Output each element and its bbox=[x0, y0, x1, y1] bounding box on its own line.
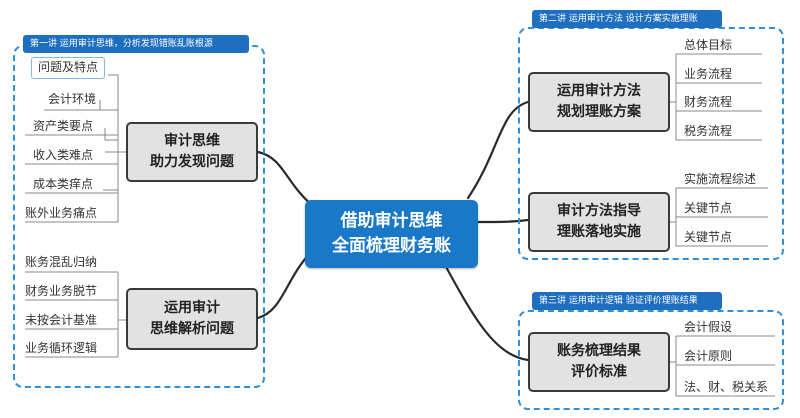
topic-analyze-problems[interactable]: 运用审计 思维解析问题 bbox=[126, 288, 258, 350]
connector-central-to-implement bbox=[476, 218, 530, 224]
topic-line-1: 审计方法指导 bbox=[557, 203, 641, 219]
leaf-law-finance-tax: 法、财、税关系 bbox=[684, 380, 769, 394]
leaf-implementation-overview: 实施流程综述 bbox=[684, 172, 757, 186]
topic-line-1: 审计思维 bbox=[164, 133, 220, 149]
topic-audit-thinking-find-problems[interactable]: 审计思维 助力发现问题 bbox=[126, 122, 258, 182]
topic-line-1: 运用审计 bbox=[164, 300, 220, 316]
central-topic[interactable]: 借助审计思维 全面梳理财务账 bbox=[305, 200, 478, 268]
topic-line-1: 账务梳理结果 bbox=[557, 343, 641, 359]
connector-central-to-evaluation bbox=[443, 263, 530, 362]
leaf-accounting-principles: 会计原则 bbox=[684, 349, 733, 363]
leaf-overall-goal: 总体目标 bbox=[684, 38, 733, 52]
leaf-accounting-environment: 会计环境 bbox=[48, 92, 97, 106]
central-line-1: 借助审计思维 bbox=[340, 211, 443, 231]
leaf-problems-features: 问题及特点 bbox=[31, 57, 106, 79]
leaf-off-book-pain-points: 账外业务痛点 bbox=[25, 206, 98, 220]
leaf-cost-itch-points: 成本类痒点 bbox=[33, 177, 94, 191]
topic-plan-reconciliation[interactable]: 运用审计方法 规划理账方案 bbox=[528, 72, 670, 132]
leaf-tax-process: 税务流程 bbox=[684, 124, 733, 138]
topic-line-2: 规划理账方案 bbox=[557, 104, 641, 120]
topic-implementation[interactable]: 审计方法指导 理账落地实施 bbox=[528, 192, 670, 252]
lecture-three-group bbox=[518, 310, 784, 410]
leaf-key-node-2: 关键节点 bbox=[684, 230, 733, 244]
topic-line-2: 评价标准 bbox=[571, 364, 627, 380]
topic-line-2: 助力发现问题 bbox=[150, 154, 234, 170]
leaf-finance-business-gap: 财务业务脱节 bbox=[25, 284, 98, 298]
lecture-one-title: 第一讲 运用审计思维，分析发现错账乱账根源 bbox=[23, 35, 249, 53]
central-line-2: 全面梳理财务账 bbox=[332, 236, 451, 256]
leaf-messy-accounts-summary: 账务混乱归纳 bbox=[25, 255, 98, 269]
leaf-asset-points: 资产类要点 bbox=[33, 119, 94, 133]
leaf-business-cycle-logic: 业务循环逻辑 bbox=[25, 341, 98, 355]
leaf-finance-process: 财务流程 bbox=[684, 95, 733, 109]
lecture-two-title: 第二讲 运用审计方法 设计方案实施理账 bbox=[532, 10, 722, 28]
topic-line-2: 思维解析问题 bbox=[150, 321, 234, 337]
leaf-business-process: 业务流程 bbox=[684, 67, 733, 81]
lecture-three-title: 第三讲 运用审计逻辑 验证评价理账结果 bbox=[532, 292, 722, 310]
topic-line-1: 运用审计方法 bbox=[557, 83, 641, 99]
leaf-accounting-assumptions: 会计假设 bbox=[684, 320, 733, 334]
topic-line-2: 理账落地实施 bbox=[557, 224, 641, 240]
leaf-not-per-standards: 未按会计基准 bbox=[25, 313, 98, 327]
leaf-key-node-1: 关键节点 bbox=[684, 201, 733, 215]
lecture-two-group bbox=[518, 27, 784, 260]
topic-evaluation-criteria[interactable]: 账务梳理结果 评价标准 bbox=[528, 332, 670, 392]
leaf-revenue-difficulties: 收入类难点 bbox=[33, 148, 94, 162]
